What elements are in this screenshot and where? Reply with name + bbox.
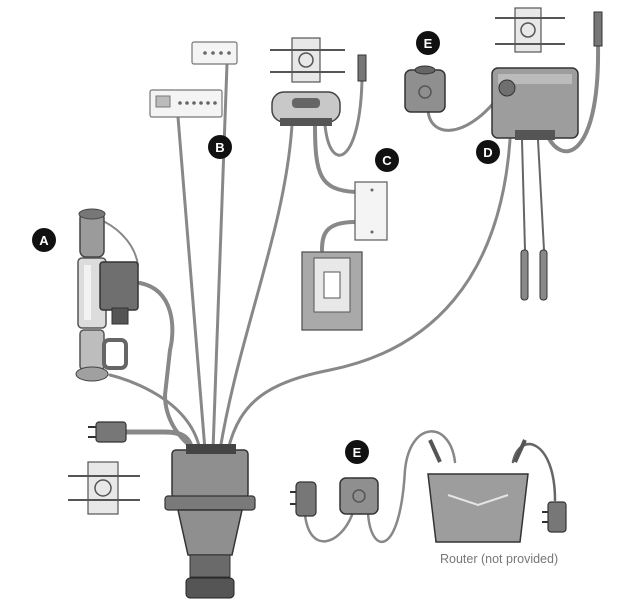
junction-to-probe-cable [323,78,364,157]
splitter-wallplate-cable [320,220,357,252]
junction-cable [218,123,294,452]
wireless-adapter-icon [404,65,446,113]
sensor-lead-1 [521,139,526,251]
control-module-icon [491,67,579,140]
heater-cable-1 [108,373,202,452]
router-caption: Router (not provided) [440,552,558,566]
router-power-adapter-icon [542,501,567,533]
callout-e-bottom: E [345,440,369,464]
heater-icon [75,208,139,382]
top-middle-devices [270,37,367,126]
callout-e-top: E [416,31,440,55]
module-cable [226,138,512,452]
module-group: E D [404,7,603,301]
splitter-box-icon [354,181,388,241]
wall-switch-plate-icon [301,251,363,331]
callout-a: A [32,228,56,252]
wall-adapter-cable [303,513,354,543]
callout-b: B [208,135,232,159]
callout-b-label: B [215,140,224,155]
heater-cable-2 [138,281,198,452]
module-probe-cable [543,43,601,154]
sensor-probe-icon [270,37,367,83]
keypad-cable-1 [176,115,207,452]
bottom-wireless-adapter-icon [339,477,379,515]
callout-d-label: D [483,145,492,160]
wall-adapter-icon [290,481,317,517]
callout-c: C [375,148,399,172]
auxiliary-keypad-icon [191,41,238,65]
main-control-pack-icon [164,444,256,599]
router-group: E Router (not provided) [290,439,567,566]
spa-side-control-icon [149,89,223,118]
bottom-adapter-router-cable [366,430,457,543]
splitter-group: C [301,148,399,331]
keypad-cable-2 [211,62,229,452]
callout-c-label: C [382,153,392,168]
callout-d: D [476,140,500,164]
sensor-lead-2 [537,139,545,251]
junction-box-icon [271,91,341,126]
sensor-leads-icon [520,249,548,301]
router-power-cable [511,443,557,502]
cables [104,43,601,543]
power-group [68,421,140,515]
keypad-group: B [149,41,238,159]
wifi-router-icon [427,439,529,543]
top-right-probe-icon [495,7,603,53]
power-cord-plug-icon [88,421,127,443]
heater-assembly: A [32,208,139,382]
splitter-cable [313,123,357,194]
gfci-receptacle-icon [68,461,140,515]
callout-e-top-label: E [424,36,433,51]
callout-e-bottom-label: E [353,445,362,460]
heater-top-wire [104,221,139,266]
callout-a-label: A [39,233,49,248]
